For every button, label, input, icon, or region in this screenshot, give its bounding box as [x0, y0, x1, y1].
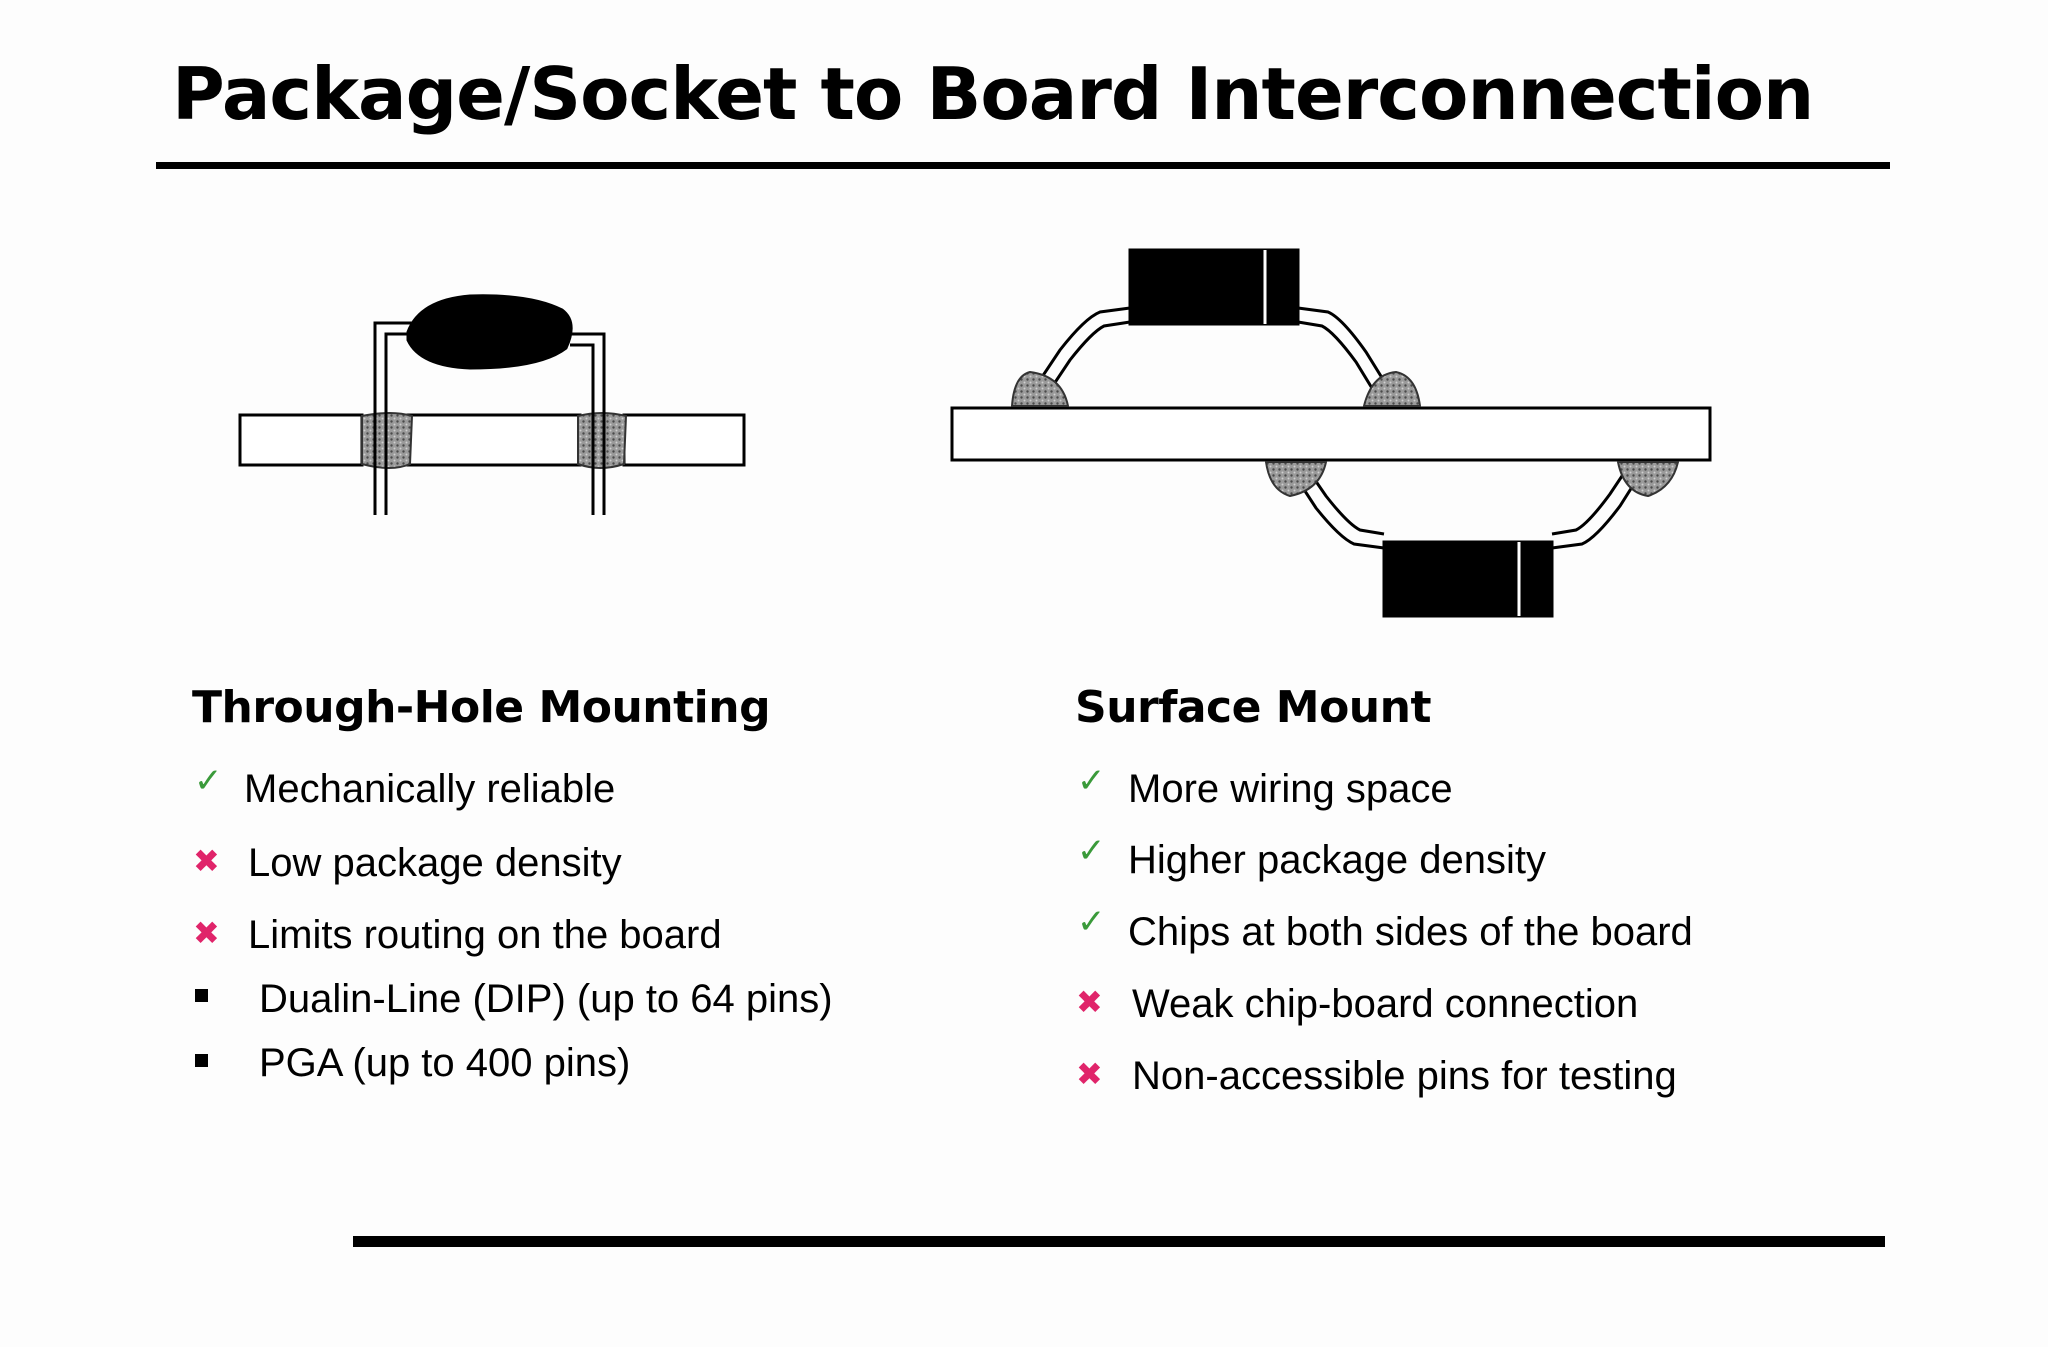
board-segment-left	[238, 413, 364, 467]
list-item: Dualin-Line (DIP) (up to 64 pins)	[259, 977, 833, 1021]
list-item: Low package density	[248, 841, 622, 885]
list-item: Limits routing on the board	[248, 913, 722, 957]
surface-mount-diagram	[950, 248, 1712, 618]
through-hole-section: Through-Hole Mounting	[192, 682, 771, 733]
through-hole-diagram	[238, 294, 746, 515]
pcb-board	[950, 406, 1712, 462]
cross-icon: ✖	[193, 914, 220, 952]
board-segment-middle	[406, 413, 582, 467]
cross-icon: ✖	[1076, 983, 1103, 1021]
surface-mount-heading: Surface Mount	[1075, 682, 1431, 733]
top-chip	[1128, 248, 1300, 326]
cross-icon: ✖	[193, 842, 220, 880]
solder-fillet	[1264, 461, 1328, 498]
list-item: Mechanically reliable	[244, 767, 616, 811]
lead-right	[570, 343, 595, 515]
check-icon: ✓	[1077, 761, 1106, 801]
lead-right	[570, 332, 606, 515]
list-item: PGA (up to 400 pins)	[259, 1041, 631, 1085]
board-segment-right	[622, 413, 746, 467]
bottom-chip	[1382, 540, 1554, 618]
list-item: Chips at both sides of the board	[1128, 910, 1693, 954]
cross-icon: ✖	[1076, 1055, 1103, 1093]
lead-left	[373, 321, 420, 515]
bottom-rule	[353, 1236, 1885, 1247]
check-icon: ✓	[1077, 902, 1106, 942]
through-hole-heading: Through-Hole Mounting	[192, 682, 771, 733]
list-item: More wiring space	[1128, 767, 1453, 811]
axial-component-body	[406, 294, 573, 370]
list-item: Higher package density	[1128, 838, 1547, 882]
slide-title: Package/Socket to Board Interconnection	[172, 52, 1814, 136]
solder-fillet	[1362, 370, 1422, 407]
solder-fillet	[1010, 370, 1070, 407]
square-bullet-icon	[195, 989, 208, 1002]
check-icon: ✓	[194, 761, 223, 801]
title-underline	[156, 162, 1890, 169]
square-bullet-icon	[195, 1054, 208, 1067]
solder-fillet	[1616, 461, 1680, 498]
list-item: Weak chip-board connection	[1132, 982, 1639, 1026]
list-item: Non-accessible pins for testing	[1132, 1054, 1677, 1098]
surface-mount-section: Surface Mount	[1075, 682, 1431, 733]
check-icon: ✓	[1077, 831, 1106, 871]
solder-fillet	[577, 412, 628, 469]
